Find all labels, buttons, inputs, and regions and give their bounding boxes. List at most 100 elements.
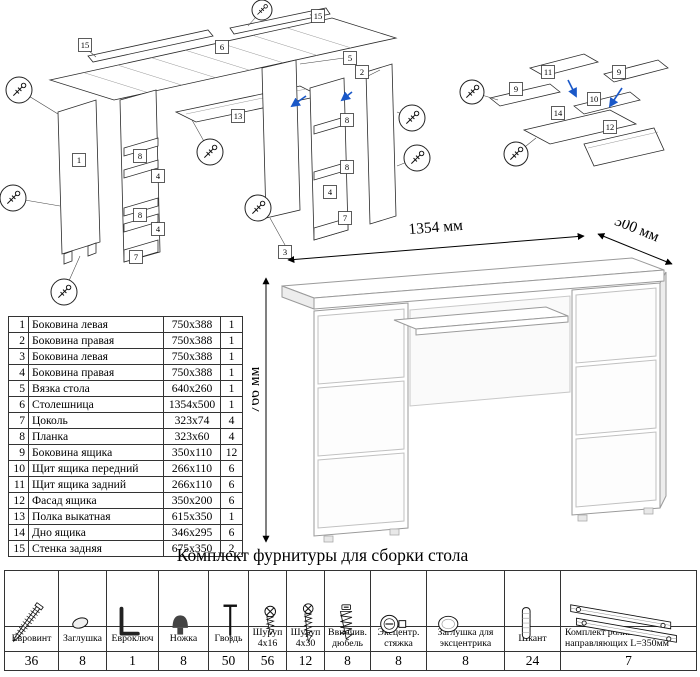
parts-name-cell: Цоколь [28, 412, 164, 429]
part-number-label: 8 [340, 160, 354, 174]
svg-text:9: 9 [514, 84, 518, 94]
parts-name-cell: Боковина левая [28, 316, 164, 333]
hardware-callouts [0, 0, 431, 306]
parts-size-cell: 750x388 [163, 316, 221, 333]
parts-name-cell: Боковина ящика [28, 444, 164, 461]
parts-qty-cell: 12 [220, 444, 243, 461]
parts-name-cell: Боковина правая [28, 364, 164, 381]
parts-name-cell: Планка [28, 428, 164, 445]
roller-guides-icon [560, 570, 697, 643]
parts-qty-cell: 1 [220, 396, 243, 413]
width-dimension-label: 1354 мм [408, 220, 464, 238]
parts-num-cell: 2 [8, 332, 29, 349]
nail-icon [208, 570, 249, 643]
left-pedestal-shape [57, 89, 161, 265]
assembly-direction-arrows [567, 79, 623, 108]
right-pedestal-shape [309, 63, 397, 241]
part-number-label: 15 [78, 38, 92, 52]
parts-size-cell: 640x260 [163, 380, 221, 397]
hardware-item-name: Евроключ [106, 626, 159, 652]
svg-text:4: 4 [156, 224, 161, 234]
cam-lock-icon [370, 570, 427, 633]
parts-qty-cell: 2 [220, 540, 243, 557]
center-panel-shape [261, 59, 301, 219]
svg-text:2: 2 [360, 67, 364, 77]
parts-qty-cell: 1 [220, 508, 243, 525]
parts-size-cell: 750x388 [163, 348, 221, 365]
hardware-item-qty: 8 [158, 651, 209, 671]
svg-text:8: 8 [138, 210, 142, 220]
part-number-label: 8 [133, 208, 147, 222]
assembly-direction-arrows [290, 91, 353, 108]
part-number-label: 2 [355, 65, 369, 79]
parts-num-cell: 9 [8, 444, 29, 461]
hardware-item-qty: 7 [560, 651, 697, 671]
parts-num-cell: 4 [8, 364, 29, 381]
part-number-label: 9 [612, 65, 626, 79]
hardware-item-qty: 8 [426, 651, 505, 671]
svg-text:4: 4 [328, 187, 333, 197]
svg-text:7: 7 [343, 213, 347, 223]
parts-qty-cell: 6 [220, 476, 243, 493]
wood-dowel-icon [504, 570, 561, 639]
parts-size-cell: 323x74 [163, 412, 221, 429]
parts-num-cell: 6 [8, 396, 29, 413]
label-leaders [269, 57, 381, 246]
parts-num-cell: 1 [8, 316, 29, 333]
keyboard-shelf-shape [174, 85, 322, 123]
part-number-label: 4 [151, 222, 165, 236]
part-number-label: 10 [587, 92, 601, 106]
svg-text:13: 13 [234, 111, 243, 121]
parts-name-cell: Боковина правая [28, 332, 164, 349]
parts-size-cell: 346x295 [163, 524, 221, 541]
parts-size-cell: 350x110 [163, 444, 221, 461]
cam-cap-icon [426, 570, 505, 632]
svg-text:11: 11 [544, 67, 552, 77]
parts-size-cell: 1354x500 [163, 396, 221, 413]
part-number-label: 7 [129, 250, 143, 264]
hardware-item-qty: 50 [208, 651, 249, 671]
svg-text:8: 8 [345, 115, 349, 125]
parts-num-cell: 8 [8, 428, 29, 445]
desktop-shape [48, 17, 398, 101]
plug-icon [58, 570, 107, 629]
part-number-label: 4 [323, 185, 337, 199]
parts-qty-cell: 1 [220, 380, 243, 397]
hardware-item-name: Шкант [504, 626, 561, 652]
parts-size-cell: 323x60 [163, 428, 221, 445]
parts-qty-cell: 4 [220, 428, 243, 445]
parts-size-cell: 266x110 [163, 460, 221, 477]
desk-feet [323, 507, 654, 543]
parts-qty-cell: 6 [220, 492, 243, 509]
svg-text:14: 14 [554, 108, 563, 118]
hardware-item-qty: 8 [58, 651, 107, 671]
hardware-item-qty: 8 [324, 651, 371, 671]
parts-num-cell: 3 [8, 348, 29, 365]
leg-icon [158, 570, 209, 635]
parts-qty-cell: 6 [220, 460, 243, 477]
parts-qty-cell: 1 [220, 316, 243, 333]
svg-text:8: 8 [138, 151, 142, 161]
svg-text:15: 15 [81, 40, 90, 50]
parts-size-cell: 266x110 [163, 476, 221, 493]
part-number-label: 5 [343, 51, 357, 65]
parts-num-cell: 5 [8, 380, 29, 397]
hardware-item-qty: 36 [4, 651, 59, 671]
hardware-item-qty: 24 [504, 651, 561, 671]
parts-name-cell: Боковина левая [28, 348, 164, 365]
dowel-screw-icon [324, 570, 371, 640]
